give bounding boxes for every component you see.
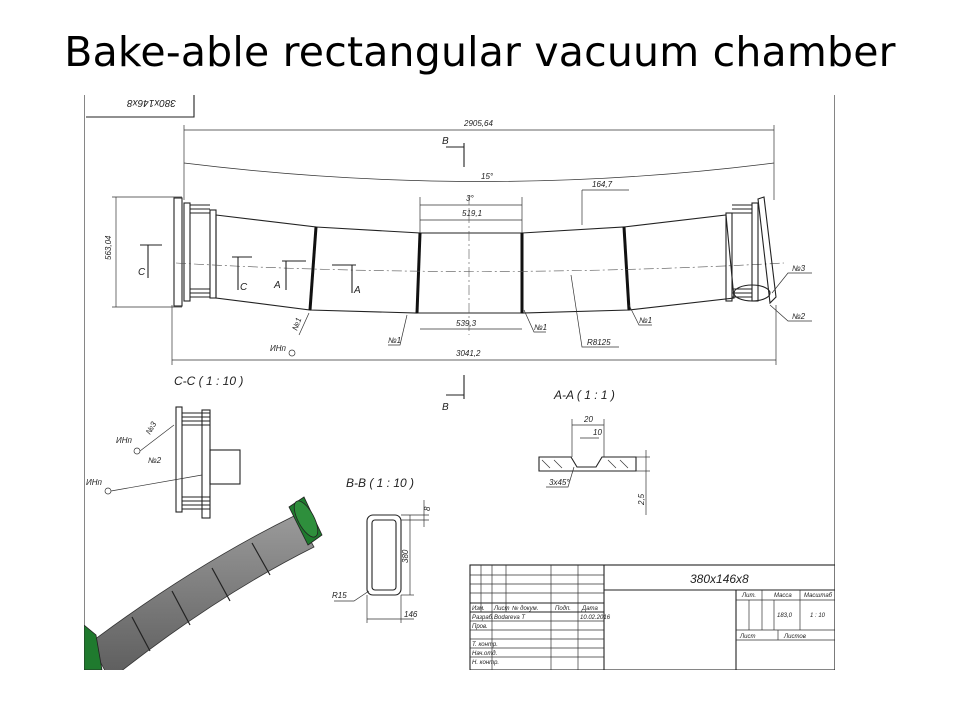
view-cc: C-C ( 1 : 10 ) ИНп №3 ИНп №2 [86,374,243,519]
view-aa-label: A-A ( 1 : 1 ) [553,388,615,402]
tb-lit: Лит. [741,593,756,599]
tb-listov: Листов [783,634,806,640]
dim-overall-top: 2905,64 [463,119,493,128]
corner-stamp-text: 380x146x8 [127,97,176,108]
dim-radius: R8125 [587,338,611,347]
tb-r-nkontr: Н. контр. [472,660,499,666]
weld-label-no3: №3 [792,264,806,273]
weld-label-3: №1 [639,316,652,325]
bb-dim-radius: R15 [332,591,347,600]
tb-h-date: Дата [581,606,598,612]
tb-list-label: Лист [739,634,755,640]
weld-label-cc-no2: №2 [148,456,162,465]
weld-label-1: №1 [388,336,401,345]
aa-dim-20: 20 [583,415,593,424]
section-markers: C C A A [138,244,361,296]
dim-height: 563,04 [104,235,113,260]
tb-h-izm: Изм. [472,606,485,612]
inspect-label-cc2: ИНп [86,478,103,487]
tb-h-list: Лист [493,606,509,612]
aa-dim-thickness: 2,5 [637,493,646,506]
tb-mass-value: 183,0 [777,613,793,619]
view-cc-label: C-C ( 1 : 10 ) [174,374,243,388]
tb-massa: Масса [774,593,792,599]
inspect-label-main: ИНп [270,344,287,353]
tb-r-razrab: Разраб. [472,615,494,621]
render-3d [84,496,323,670]
tb-scale-value: 1 : 10 [810,613,826,619]
dim-angle-15: 15° [481,172,494,181]
tb-r-tkontr: Т. контр. [472,642,498,648]
slide-title: Bake-able rectangular vacuum chamber [64,28,896,76]
dim-angle-3: 3° [466,194,474,203]
section-c-left: C [138,267,146,278]
inspect-label-cc1: ИНп [116,436,133,445]
weld-label-4: №1 [290,316,303,331]
main-view: 2905,64 15° 3° 519,1 164,7 B 563,04 [104,119,812,413]
bb-dim-width: 146 [404,610,418,619]
aa-dim-chamfer: 3x45° [549,478,570,487]
section-a-left: A [273,280,281,291]
view-aa: A-A ( 1 : 1 ) 20 10 2,5 3x45° [538,388,650,515]
tb-r-razrab-name: Bodareva T [494,615,526,621]
aa-dim-10: 10 [593,428,602,437]
section-a-right: A [353,285,361,296]
weld-label-no2: №2 [792,312,806,321]
tb-h-sign: Подп. [555,606,571,612]
weld-label-cc-no3: №3 [144,420,159,436]
view-bb: B-B ( 1 : 10 ) 8 380 146 R15 [332,476,432,623]
engineering-drawing: 380x146x8 2905,64 15° 3° 519,1 164,7 B 5… [84,95,835,670]
dim-overall-bottom: 3041,2 [456,349,481,358]
tb-designation: 380x146x8 [690,572,749,586]
dim-mid-bottom: 539,3 [456,319,477,328]
tb-r-nach: Нач.отд. [472,651,497,657]
tb-h-doc: № докум. [512,605,538,612]
title-block: Изм. Лист № докум. Подп. Дата Разраб. Bo… [469,564,835,670]
bb-dim-height: 380 [401,549,410,563]
corner-stamp: 380x146x8 [86,95,195,118]
tb-masshtab: Масштаб [804,593,833,599]
weld-label-2: №1 [534,323,547,332]
section-b-bottom: B [442,402,449,413]
bb-dim-thickness: 8 [423,506,432,511]
dim-mid-top: 519,1 [462,209,482,218]
tb-r-razrab-date: 10.02.2016 [580,615,611,621]
dim-side: 164,7 [592,180,613,189]
section-b-top: B [442,136,449,147]
tb-r-prov: Пров. [472,624,488,630]
view-bb-label: B-B ( 1 : 10 ) [346,476,414,490]
section-c-right: C [240,282,248,293]
